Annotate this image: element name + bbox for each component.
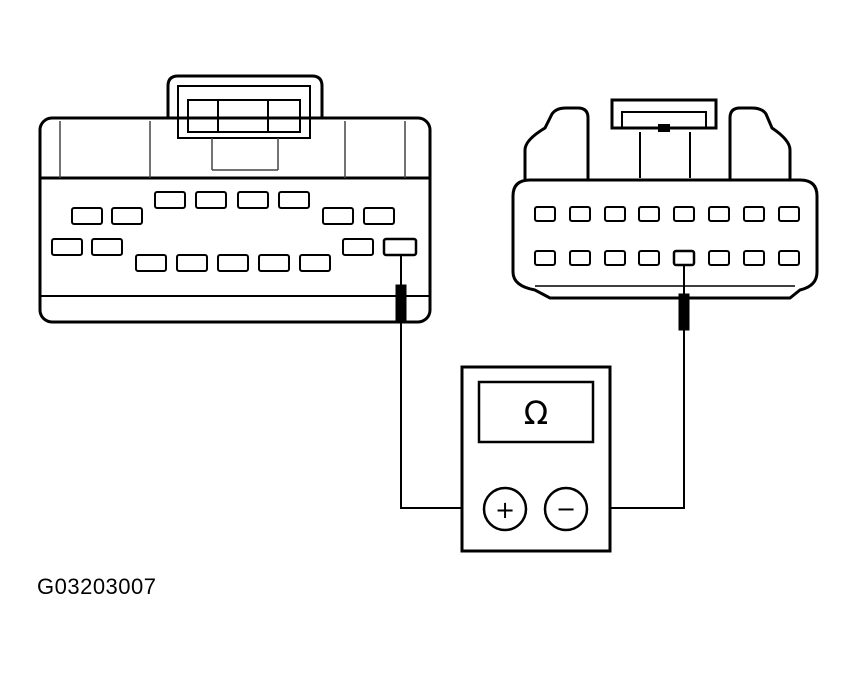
probe-negative: [588, 265, 690, 509]
left-connector: [38, 74, 432, 324]
figure-id: G03203007: [37, 574, 157, 599]
left-connector-terminals: [51, 191, 418, 272]
negative-terminal-label: −: [556, 495, 576, 523]
meter-display: [477, 380, 595, 444]
right-connector: [511, 98, 819, 300]
ohm-symbol: Ω: [524, 394, 548, 432]
right-connector-terminals: [534, 206, 800, 267]
positive-terminal-label: +: [495, 496, 515, 524]
negative-terminal: [543, 486, 589, 532]
positive-terminal: [482, 486, 528, 532]
ohmmeter: Ω + −: [460, 365, 612, 553]
probe-positive: [395, 255, 482, 509]
